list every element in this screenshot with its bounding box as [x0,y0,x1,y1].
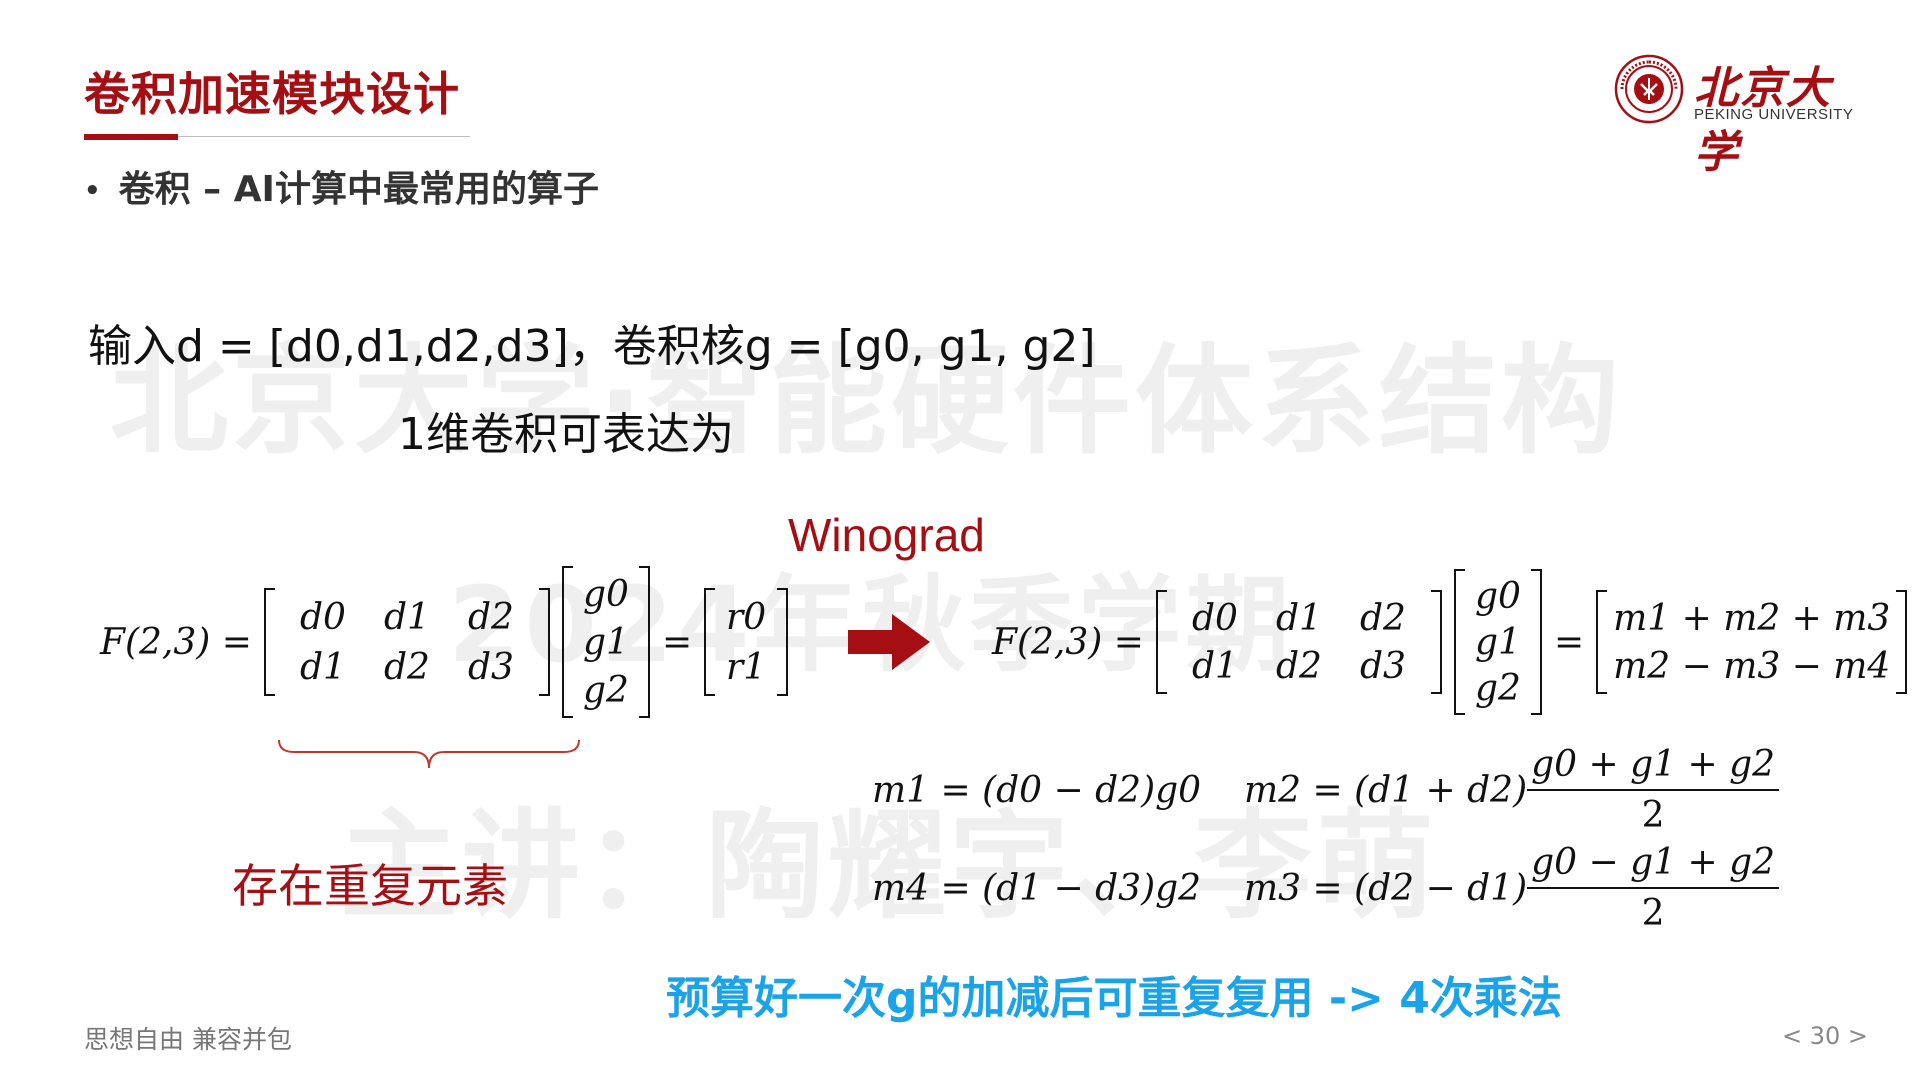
eq-m2-fraction: g0 + g1 + g2 2 [1527,744,1780,836]
eq-m3-numerator: g0 − g1 + g2 [1527,842,1780,889]
curly-brace-icon [278,739,580,769]
right-result-vector: m1 + m2 + m3 m2 − m3 − m4 [1596,590,1908,694]
eq-m3-fraction: g0 − g1 + g2 2 [1527,842,1780,934]
vector-cell: g0 [582,573,629,615]
logo-name-en: PEKING UNIVERSITY [1694,106,1854,123]
matrix-cell: d1 [1275,597,1322,639]
left-r-vector: r0 r1 [704,588,789,696]
matrix-cell: d0 [299,596,346,638]
vector-cell: r1 [726,646,767,688]
eq-m2-prefix: m2 = (d1 + d2) [1244,769,1528,811]
left-g-vector: g0 g1 g2 [561,566,650,718]
title-underline-accent [84,134,178,140]
page-number: < 30 > [1782,1022,1869,1050]
eq-m4: m4 = (d1 − d3)g2 [872,867,1202,909]
matrix-cell: d3 [467,646,514,688]
matrix-cell: d1 [1191,645,1238,687]
matrix-cell: d2 [1359,597,1406,639]
vector-cell: m1 + m2 + m3 [1613,597,1891,639]
right-d-matrix: d0 d1 d2 d1 d2 d3 [1155,590,1442,694]
left-equals: = [661,621,693,663]
vector-cell: g1 [582,621,629,663]
footer-motto: 思想自由 兼容并包 [84,1025,292,1054]
winograd-label: Winograd [788,509,985,561]
bullet-dot-icon: • [84,176,101,206]
title-underline [178,136,470,137]
watermark-line1: 北京大学·智能硬件体系结构 [110,332,1623,470]
conv-expression-caption: 1维卷积可表达为 [398,409,734,460]
equation-row-1: m1 = (d0 − d2)g0 m2 = (d1 + d2) g0 + g1 … [872,744,1780,836]
slide-title: 卷积加速模块设计 [84,67,460,121]
repeat-elements-label: 存在重复元素 [232,859,508,913]
matrix-cell: d3 [1359,645,1406,687]
input-definition: 输入d = [d0,d1,d2,d3]，卷积核g = [g0, g1, g2] [88,321,1096,372]
logo-name-cn: 北京大学 [1694,63,1832,178]
left-lhs: F(2,3) = [100,621,252,663]
watermark-line2: 2024年秋季学期 [448,564,1294,686]
pku-seal-icon [1614,54,1684,124]
matrix-cell: d0 [1191,597,1238,639]
bullet-item: • 卷积 – AI计算中最常用的算子 [84,160,599,212]
vector-cell: g2 [1474,667,1521,709]
vector-cell: g2 [582,669,629,711]
vector-cell: g0 [1474,575,1521,617]
matrix-cell: d2 [383,646,430,688]
matrix-cell: d2 [1275,645,1322,687]
matrix-cell: d2 [467,596,514,638]
matrix-cell: d1 [383,596,430,638]
eq-m2-numerator: g0 + g1 + g2 [1527,744,1780,791]
eq-m3-denominator: 2 [1641,893,1665,934]
right-g-vector: g0 g1 g2 [1453,569,1542,715]
right-arrow-icon [848,614,930,670]
vector-cell: r0 [726,596,767,638]
right-equation: F(2,3) = d0 d1 d2 d1 d2 d3 g0 g1 g2 = [992,562,1908,722]
equation-row-2: m4 = (d1 − d3)g2 m3 = (d2 − d1) g0 − g1 … [872,842,1780,934]
university-logo: 北京大学 PEKING UNIVERSITY [1614,54,1860,178]
left-equation: F(2,3) = d0 d1 d2 d1 d2 d3 g0 g1 g2 = [100,562,789,722]
watermark-line3: 主讲：陶耀宇、李萌 [340,797,1439,935]
eq-m2-denominator: 2 [1641,795,1665,836]
right-lhs: F(2,3) = [992,621,1144,663]
conclusion-text: 预算好一次g的加减后可重复复用 -> 4次乘法 [666,973,1562,1024]
vector-cell: m2 − m3 − m4 [1613,645,1891,687]
bullet-text: 卷积 – AI计算中最常用的算子 [118,169,599,210]
left-d-matrix: d0 d1 d2 d1 d2 d3 [263,588,550,696]
vector-cell: g1 [1474,621,1521,663]
eq-m3-prefix: m3 = (d2 − d1) [1244,867,1528,909]
matrix-cell: d1 [299,646,346,688]
eq-m1: m1 = (d0 − d2)g0 [872,769,1202,811]
right-equals: = [1553,621,1585,663]
